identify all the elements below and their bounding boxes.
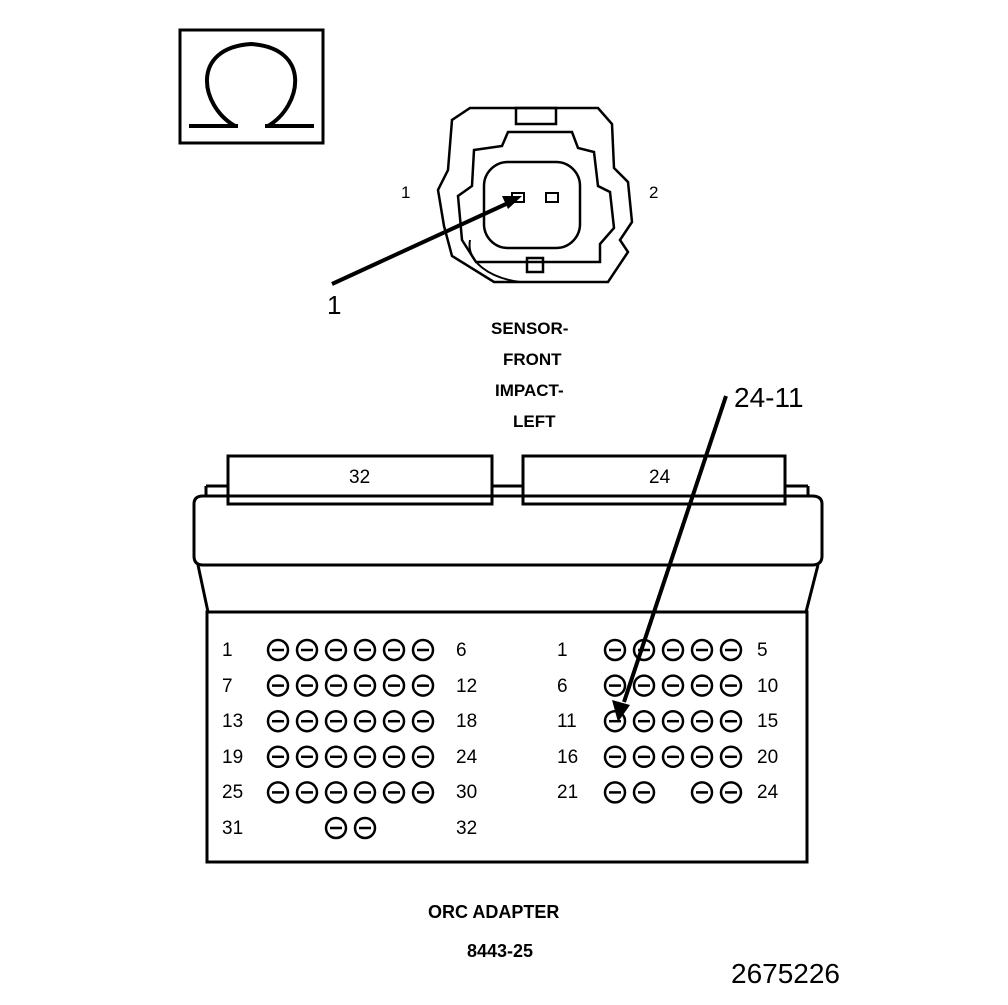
header-left-label: 32: [349, 467, 371, 488]
left-pin-cavity: [353, 674, 377, 697]
adapter-title: ORC ADAPTER: [428, 902, 560, 922]
left-row-1-end: 6: [456, 640, 467, 661]
left-pin-cavity: [295, 638, 319, 662]
left-pin-cavity: [411, 709, 435, 733]
right-row-1-start: 1: [557, 640, 568, 661]
right-pin-cavity: [719, 638, 743, 662]
right-row-4-end: 20: [757, 747, 779, 768]
left-row-6-start: 31: [222, 818, 244, 839]
left-pin-cavity: [411, 745, 435, 769]
sensor-callout-label: 1: [327, 290, 342, 320]
left-pin-cavity: [266, 781, 290, 804]
right-pin-cavity: [690, 674, 714, 697]
sensor-title-line-2: FRONT: [503, 350, 562, 369]
left-row-2-start: 7: [222, 676, 233, 697]
right-pin-cavity: [661, 638, 685, 662]
sensor-pin-1-label: 1: [401, 183, 411, 202]
adapter-callout-label: 24-11: [734, 382, 804, 413]
right-row-5-end: 24: [757, 782, 779, 803]
left-pin-cavity: [324, 674, 348, 697]
left-pin-cavity: [382, 709, 406, 733]
left-pin-cavity: [295, 745, 319, 769]
left-pin-cavity: [353, 745, 377, 769]
right-row-2-start: 6: [557, 676, 568, 697]
right-pin-cavity: [719, 709, 743, 733]
left-pin-cavity: [382, 674, 406, 697]
left-row-6-end: 32: [456, 818, 478, 839]
right-pin-cavity: [690, 638, 714, 662]
sensor-title-line-4: LEFT: [513, 412, 556, 431]
left-pin-cavity: [353, 781, 377, 804]
left-pin-cavity: [382, 638, 406, 662]
right-pin-cavity: [661, 674, 685, 697]
right-pin-cavity: [690, 745, 714, 769]
right-row-3-end: 15: [757, 711, 779, 732]
right-pin-cavity: [690, 709, 714, 733]
right-pin-block: [603, 638, 743, 804]
left-row-5-start: 25: [222, 782, 244, 803]
left-pin-cavity: [324, 745, 348, 769]
left-pin-cavity: [411, 674, 435, 697]
sensor-title-line-1: SENSOR-: [491, 319, 569, 338]
right-pin-cavity: [603, 745, 627, 769]
right-row-1-end: 5: [757, 640, 768, 661]
left-row-3-end: 18: [456, 711, 478, 732]
left-pin-cavity: [324, 781, 348, 804]
left-row-2-end: 12: [456, 676, 478, 697]
left-pin-cavity: [324, 816, 348, 840]
right-pin-cavity: [719, 781, 743, 804]
left-pin-cavity: [266, 674, 290, 697]
sensor-callout-arrow: [331, 196, 522, 286]
right-pin-cavity: [632, 674, 656, 697]
right-pin-cavity: [603, 638, 627, 662]
right-pin-cavity: [632, 745, 656, 769]
left-pin-cavity: [353, 638, 377, 662]
sensor-title-line-3: IMPACT-: [495, 381, 564, 400]
left-pin-cavity: [266, 709, 290, 733]
ohm-symbol: [178, 28, 325, 145]
adapter-part-number: 8443-25: [467, 941, 534, 961]
adapter-body: [192, 454, 824, 864]
left-pin-cavity: [353, 709, 377, 733]
right-pin-cavity: [661, 745, 685, 769]
right-row-5-start: 21: [557, 782, 579, 803]
right-pin-cavity: [719, 745, 743, 769]
right-row-3-start: 11: [557, 711, 577, 732]
right-pin-cavity: [661, 709, 685, 733]
sensor-connector: [436, 106, 634, 284]
ohm-icon: [205, 41, 298, 128]
left-pin-cavity: [295, 781, 319, 804]
left-pin-block: [266, 638, 435, 840]
left-row-4-start: 19: [222, 747, 244, 768]
right-row-2-end: 10: [757, 676, 779, 697]
left-pin-cavity: [324, 709, 348, 733]
left-row-4-end: 24: [456, 747, 478, 768]
left-pin-cavity: [266, 745, 290, 769]
right-pin-cavity: [603, 781, 627, 804]
right-pin-cavity: [603, 674, 627, 697]
left-pin-cavity: [382, 745, 406, 769]
right-pin-cavity: [719, 674, 743, 697]
left-pin-cavity: [411, 781, 435, 804]
figure-id: 2675226: [731, 958, 841, 989]
left-pin-cavity: [324, 638, 348, 662]
left-pin-cavity: [382, 781, 406, 804]
adapter-callout-arrow: [612, 395, 728, 722]
right-pin-cavity: [632, 709, 656, 733]
sensor-pin-2-label: 2: [649, 183, 659, 202]
left-pin-cavity: [295, 709, 319, 733]
left-row-5-end: 30: [456, 782, 478, 803]
right-row-4-start: 16: [557, 747, 579, 768]
header-right-label: 24: [649, 467, 671, 488]
right-pin-cavity: [632, 781, 656, 804]
left-pin-cavity: [411, 638, 435, 662]
right-pin-cavity: [690, 781, 714, 804]
left-pin-cavity: [295, 674, 319, 697]
left-row-3-start: 13: [222, 711, 244, 732]
left-row-1-start: 1: [222, 640, 233, 661]
left-pin-cavity: [266, 638, 290, 662]
left-pin-cavity: [353, 816, 377, 840]
